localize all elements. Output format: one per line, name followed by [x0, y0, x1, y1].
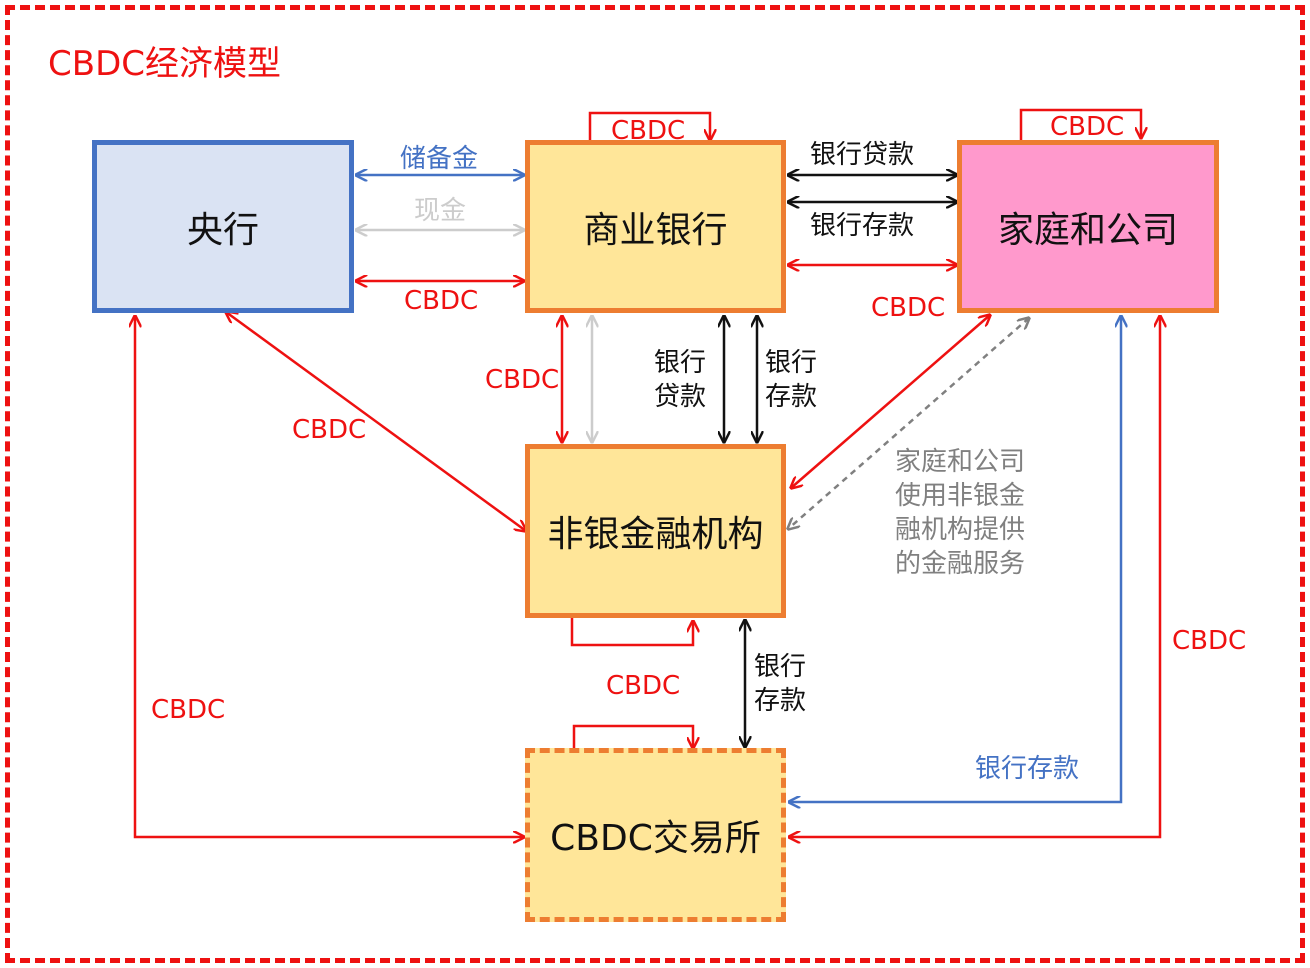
- hh-cbdc-loop: [1019, 108, 1141, 142]
- cbdc-hh-exchange-arrow: [789, 316, 1160, 837]
- reserves-label: 储备金: [400, 144, 479, 174]
- note-line-4: 的金融服务: [895, 549, 1026, 579]
- deposits-line-2: 存款: [754, 686, 807, 716]
- diagram-frame: [5, 5, 1305, 963]
- households-companies-node: 家庭和公司: [957, 140, 1219, 313]
- note-line-1: 家庭和公司: [895, 447, 1026, 477]
- cbdc-cb-exchange-arrow: [135, 316, 524, 837]
- diagram-title: CBDC经济模型: [48, 44, 281, 84]
- nonbank-institutions-node: 非银金融机构: [525, 444, 786, 618]
- bank-loans-label: 银行贷款: [810, 140, 915, 170]
- cbdc-label-bank-nbfi: CBDC: [485, 365, 560, 395]
- note-line-3: 融机构提供: [895, 515, 1026, 545]
- nbfi-cbdc-loop: [570, 616, 693, 647]
- cbdc-cb-nbfi-arrow: [226, 312, 526, 531]
- bank-deposits-line-2: 存款: [765, 382, 818, 412]
- cash-label: 现金: [414, 196, 467, 226]
- cbdc-exchange-node: CBDC交易所: [525, 748, 786, 922]
- commercial-bank-node: 商业银行: [525, 140, 786, 313]
- bank-deposits-stacked-label: 银行 存款: [765, 346, 817, 414]
- cbdc-label-bank-hh: CBDC: [871, 293, 946, 323]
- bank-deposits-hh-exchange-label: 银行存款: [975, 754, 1080, 784]
- bank-deposits-nbfi-ex-label: 银行 存款: [754, 650, 806, 718]
- bank-loans-line-1: 银行: [654, 348, 707, 378]
- deposits-line-1: 银行: [754, 652, 807, 682]
- cbdc-label-hh-exchange: CBDC: [1172, 626, 1247, 656]
- note-line-2: 使用非银金: [895, 481, 1026, 511]
- cbdc-label-nbfi-loop: CBDC: [606, 671, 681, 701]
- exchange-cbdc-loop: [572, 724, 693, 750]
- bank-loans-line-2: 贷款: [654, 382, 707, 412]
- central-bank-node: 央行: [92, 140, 354, 313]
- bank-loans-stacked-label: 银行 贷款: [654, 346, 706, 414]
- cbdc-label-bank-loop: CBDC: [611, 116, 686, 146]
- bank-cbdc-loop: [588, 111, 710, 142]
- cbdc-label-cb-bank: CBDC: [404, 286, 479, 316]
- cbdc-label-cb-exchange: CBDC: [151, 695, 226, 725]
- cbdc-label-cb-nbfi: CBDC: [292, 415, 367, 445]
- bank-deposits-line-1: 银行: [765, 348, 818, 378]
- nonbank-service-note: 家庭和公司 使用非银金 融机构提供 的金融服务: [895, 445, 1025, 581]
- cbdc-label-hh-loop: CBDC: [1050, 112, 1125, 142]
- bank-deposits-label: 银行存款: [810, 211, 915, 241]
